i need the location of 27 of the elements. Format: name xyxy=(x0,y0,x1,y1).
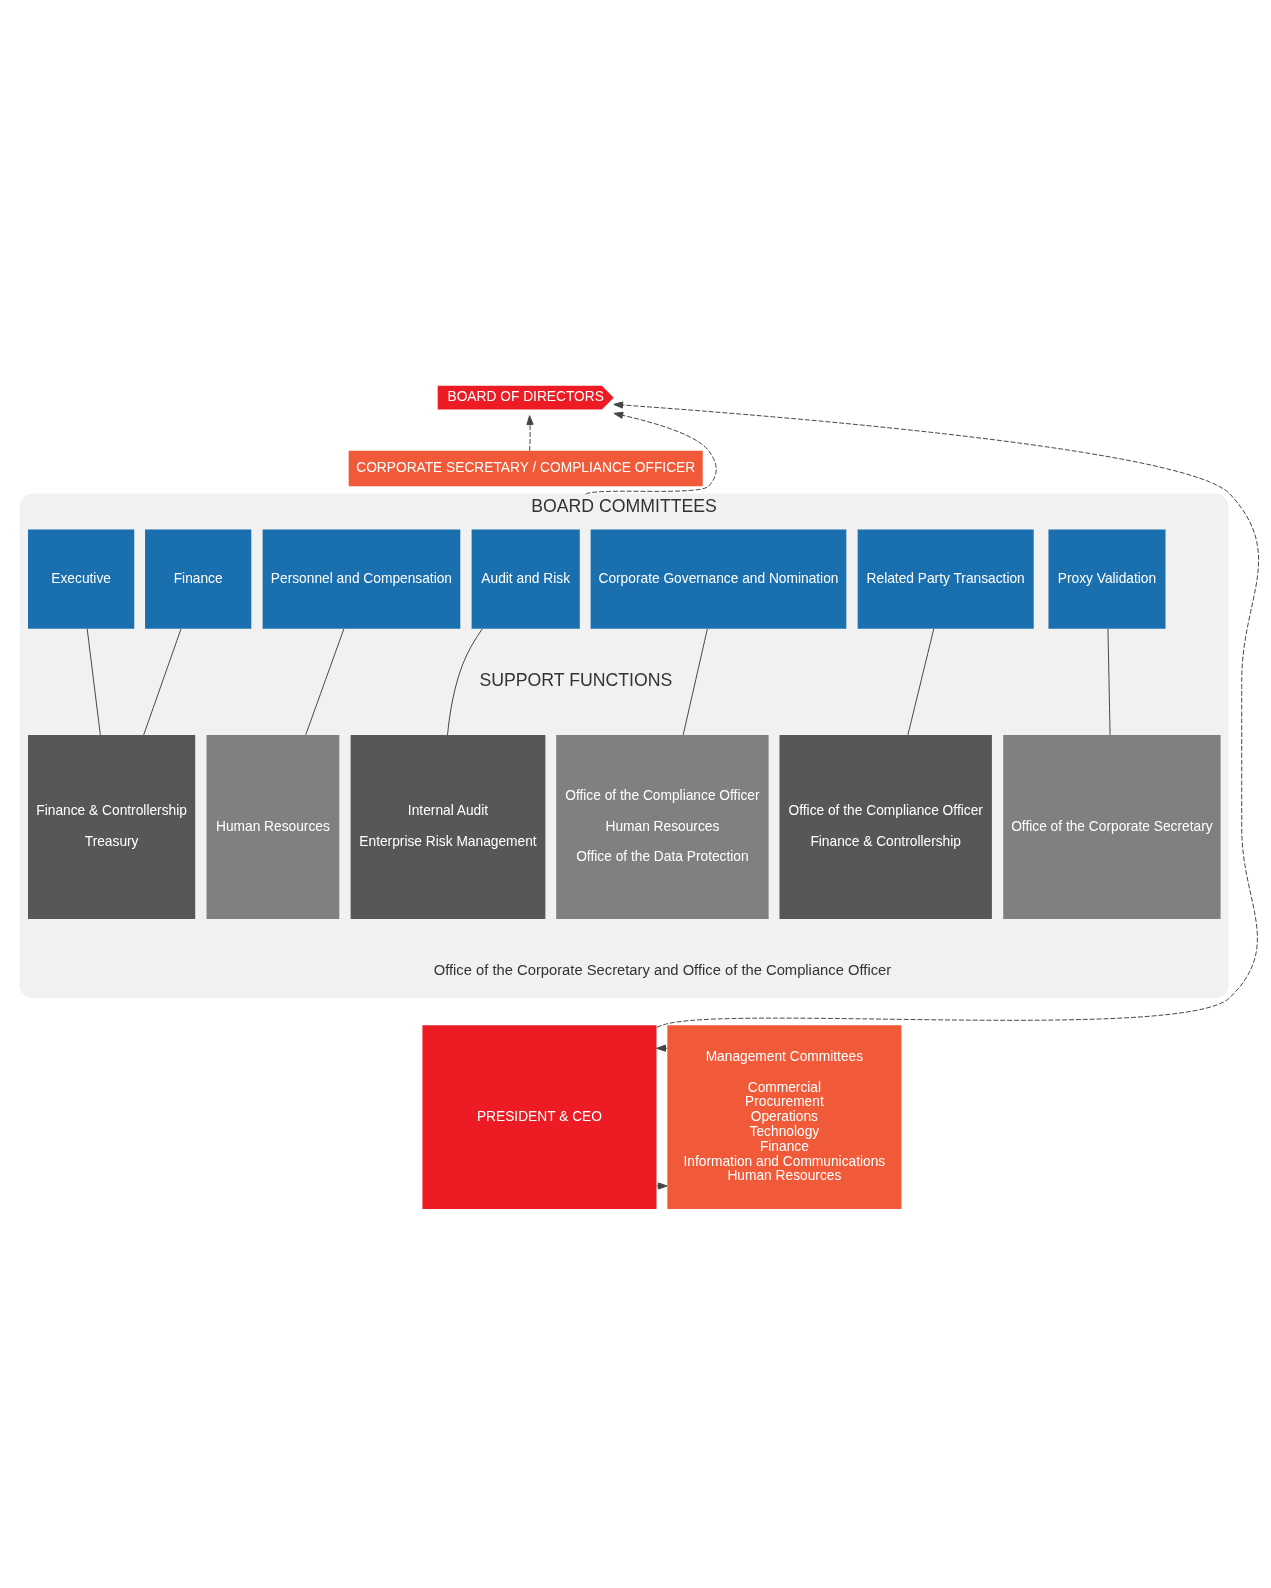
node-box: Executive xyxy=(28,528,135,629)
arrow xyxy=(526,414,534,451)
connector xyxy=(143,627,182,735)
connector xyxy=(305,627,345,735)
node-box: Related Party Transaction xyxy=(857,528,1034,629)
arrow xyxy=(656,1044,668,1052)
arrow xyxy=(585,411,717,494)
node-box: Office of the Compliance Officer Human Resources Office of the Data Protection xyxy=(556,734,769,919)
connector xyxy=(86,627,101,735)
node-box: Finance xyxy=(145,528,252,629)
node-box: Audit and Risk xyxy=(471,528,580,629)
connector xyxy=(682,627,708,735)
node-box: Proxy Validation xyxy=(1048,528,1166,629)
node-box: Internal Audit Enterprise Risk Management xyxy=(350,734,546,919)
node-box: Finance & Controllership Treasury xyxy=(28,734,196,919)
node-box: Office of the Corporate Secretary xyxy=(1003,734,1221,919)
node-box: Corporate Governance and Nomination xyxy=(590,528,847,629)
connector xyxy=(447,628,483,735)
node-box: CORPORATE SECRETARY / COMPLIANCE OFFICER xyxy=(348,450,703,486)
connector xyxy=(1107,627,1111,735)
node-box: Human Resources xyxy=(206,734,340,919)
arrow xyxy=(656,1181,668,1190)
node-box: Personnel and Compensation xyxy=(262,528,461,629)
label: Office of the Corporate Secretary and Office of the Compliance Officer xyxy=(433,961,892,978)
node-box: Office of the Compliance Officer Finance & Controllership xyxy=(779,734,992,919)
connector xyxy=(907,627,935,735)
arrow xyxy=(613,400,1259,1028)
